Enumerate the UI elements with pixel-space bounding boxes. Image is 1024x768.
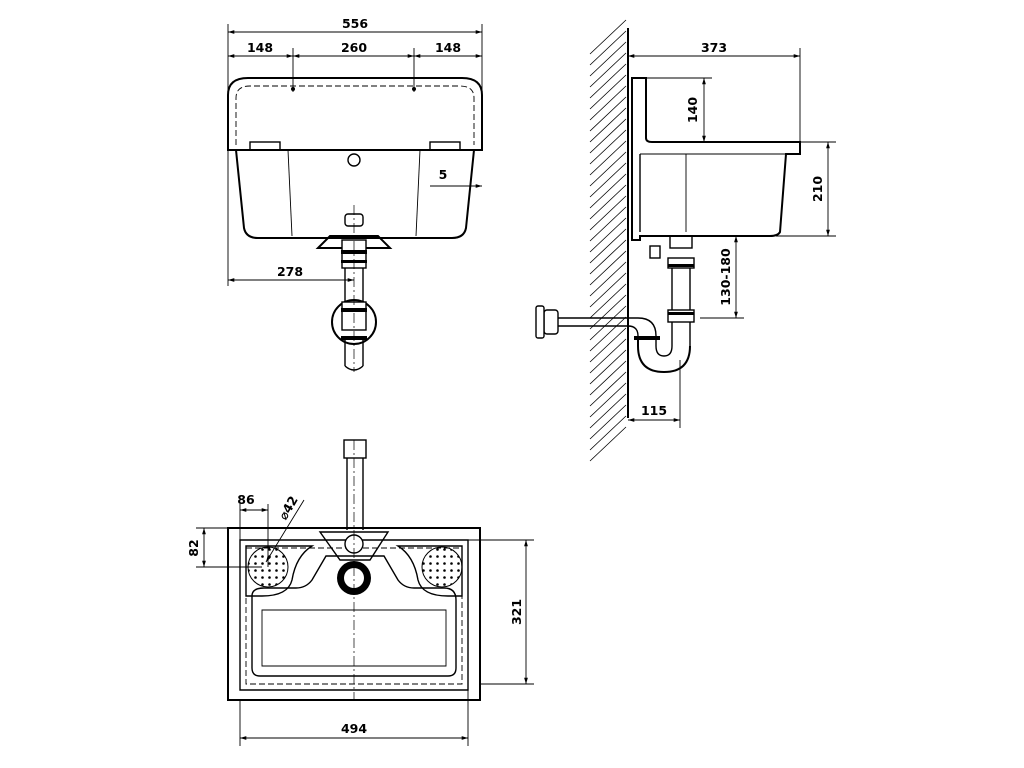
dim-tap-hole-depth: 82: [186, 539, 201, 556]
wall-hatch-line: [589, 250, 627, 286]
wall-hatch-line: [589, 151, 627, 187]
wall-hatch-line: [589, 85, 627, 121]
wall-hatch-line: [589, 382, 627, 418]
wall-hatch-line: [589, 316, 627, 352]
dim-trap-height: 130-180: [718, 248, 733, 306]
dim-tap-hole-diameter: ⌀42: [275, 493, 300, 522]
dim-drain-offset: 278: [277, 264, 303, 279]
right-drain-grate-icon: [395, 545, 463, 597]
dim-depth: 373: [701, 40, 727, 55]
wall-hatch-line: [589, 41, 627, 77]
dim-middle-segment: 260: [341, 40, 367, 55]
dim-basin-depth: 321: [509, 599, 524, 625]
front-view: 556 148 260 148 5: [227, 16, 483, 372]
dim-outlet-offset: 115: [641, 403, 667, 418]
wall-hatch-line: [589, 294, 627, 330]
wall-hatch-line: [589, 195, 627, 231]
wall-hatch-line: [589, 19, 627, 55]
wall-hatch-line: [589, 349, 627, 385]
wall-hatch-line: [589, 129, 627, 165]
wall-hatch-line: [589, 393, 627, 429]
dim-rim-thickness: 5: [439, 167, 448, 182]
wall-hatch-line: [589, 327, 627, 363]
wall-hatch-line: [589, 261, 627, 297]
dim-basin-height: 210: [810, 176, 825, 202]
dim-tap-hole-offset: 86: [237, 492, 255, 507]
wall-hatch-line: [589, 107, 627, 143]
dim-right-segment: 148: [435, 40, 461, 55]
wall-hatch-line: [589, 305, 627, 341]
wall-hatch-line: [589, 426, 627, 462]
wall-hatch-line: [589, 52, 627, 88]
top-view: 86 ⌀42 82 321 494: [186, 439, 534, 746]
wall-hatch-line: [589, 96, 627, 132]
wall-hatch-line: [589, 272, 627, 308]
dim-backsplash-height: 140: [685, 97, 700, 123]
wall-hatch-line: [589, 360, 627, 396]
wall-hatch-line: [589, 184, 627, 220]
wall-hatch-line: [589, 228, 627, 264]
dim-overall-width: 556: [342, 16, 368, 31]
dim-left-segment: 148: [247, 40, 273, 55]
side-view: 373 140 210 130-180 115: [535, 19, 836, 462]
wall-hatch-line: [589, 239, 627, 275]
wall-hatch-line: [589, 283, 627, 319]
wall-hatch-line: [589, 173, 627, 209]
wall-hatch-line: [589, 140, 627, 176]
wall-hatch-line: [589, 30, 627, 66]
wall-hatch-line: [589, 217, 627, 253]
wall-hatch-line: [589, 371, 627, 407]
dim-basin-width: 494: [341, 721, 367, 736]
wall-hatch-line: [589, 415, 627, 451]
wall-hatch-line: [589, 404, 627, 440]
wall-hatch-line: [589, 63, 627, 99]
wall-hatch-line: [589, 74, 627, 110]
wall-hatch-line: [589, 118, 627, 154]
wall-hatch-line: [589, 206, 627, 242]
wall-hatch-line: [589, 162, 627, 198]
wall-hatch-line: [589, 338, 627, 374]
